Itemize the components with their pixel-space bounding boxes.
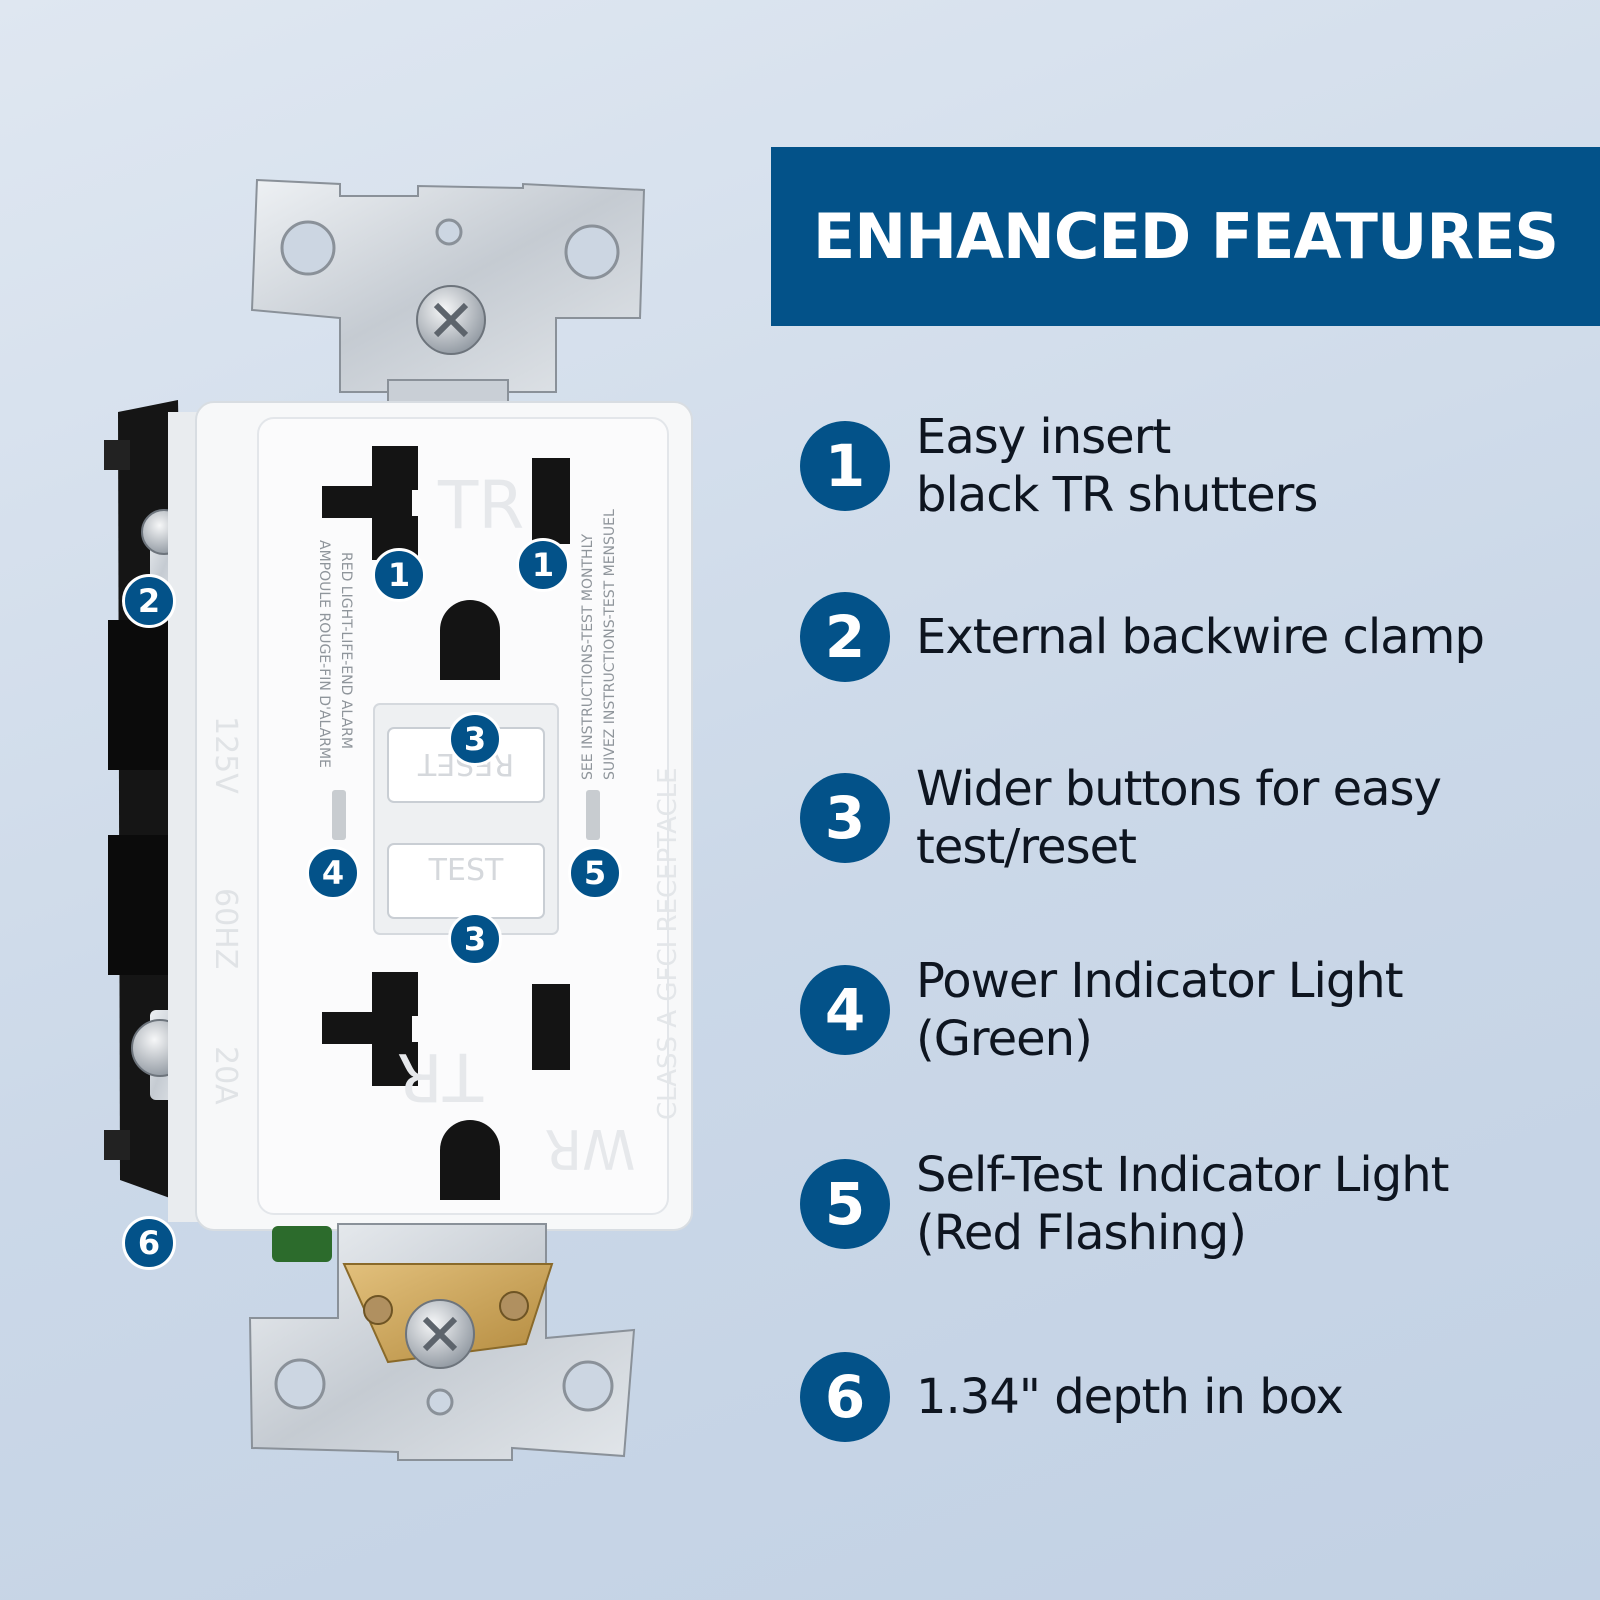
feature-item-2: 2 External backwire clamp	[800, 592, 1580, 682]
instructions-text: SEE INSTRUCTIONS-TEST MONTHLY	[580, 533, 596, 780]
feature-line: test/reset	[916, 819, 1137, 875]
banner-title: ENHANCED FEATURES	[812, 200, 1559, 273]
top-receptacle: TR	[322, 446, 570, 680]
callout-2: 2	[122, 574, 176, 628]
feature-line: Self-Test Indicator Light	[916, 1147, 1449, 1203]
feature-number-badge: 4	[800, 965, 890, 1055]
feature-line: External backwire clamp	[916, 609, 1485, 665]
feature-line: Wider buttons for easy	[916, 761, 1442, 817]
rating-amps: 20A	[208, 1046, 243, 1105]
feature-line: (Red Flashing)	[916, 1205, 1247, 1261]
callout-3-reset: 3	[448, 712, 502, 766]
callout-6: 6	[122, 1216, 176, 1270]
outlet-side-body	[104, 400, 204, 1222]
feature-number-badge: 1	[800, 421, 890, 511]
bottom-receptacle: TR WR	[322, 972, 635, 1200]
feature-item-4: 4 Power Indicator Light (Green)	[800, 952, 1580, 1068]
feature-number-badge: 6	[800, 1352, 890, 1442]
class-text: CLASS A GFCI RECEPTACLE	[653, 767, 683, 1120]
feature-text: Self-Test Indicator Light (Red Flashing)	[916, 1146, 1449, 1262]
feature-text: External backwire clamp	[916, 608, 1485, 666]
feature-line: Easy insert	[916, 409, 1171, 465]
top-tr-marking: TR	[437, 467, 524, 544]
instructions-text-fr: SUIVEZ INSTRUCTIONS-TEST MENSUEL	[602, 509, 618, 780]
wr-marking: WR	[545, 1117, 636, 1180]
callout-1-right: 1	[516, 538, 570, 592]
feature-text: 1.34" depth in box	[916, 1368, 1344, 1426]
alarm-text: RED LIGHT-LIFE-END ALARM	[338, 552, 354, 749]
callout-5: 5	[568, 846, 622, 900]
feature-number-badge: 2	[800, 592, 890, 682]
features-banner: ENHANCED FEATURES	[771, 147, 1600, 326]
bottom-tr-marking: TR	[397, 1038, 484, 1115]
feature-text: Power Indicator Light (Green)	[916, 952, 1404, 1068]
feature-text: Easy insert black TR shutters	[916, 408, 1318, 524]
feature-item-6: 6 1.34" depth in box	[800, 1352, 1580, 1442]
feature-line: Power Indicator Light	[916, 953, 1404, 1009]
callout-1-left: 1	[372, 548, 426, 602]
rating-frequency: 60HZ	[208, 888, 243, 969]
feature-text: Wider buttons for easy test/reset	[916, 760, 1442, 876]
feature-item-5: 5 Self-Test Indicator Light (Red Flashin…	[800, 1146, 1580, 1262]
feature-number-badge: 3	[800, 773, 890, 863]
feature-line: 1.34" depth in box	[916, 1369, 1344, 1425]
callout-3-test: 3	[448, 912, 502, 966]
test-label: TEST	[428, 853, 504, 888]
gfci-outlet-illustration: TR RESET TEST TR WR RED LIGHT-LIFE-END A…	[104, 178, 693, 1461]
feature-item-1: 1 Easy insert black TR shutters	[800, 408, 1580, 524]
feature-line: black TR shutters	[916, 467, 1318, 523]
feature-line: (Green)	[916, 1011, 1093, 1067]
feature-number-badge: 5	[800, 1159, 890, 1249]
alarm-text-fr: AMPOULE ROUGE-FIN D'ALARME	[316, 540, 332, 768]
rating-voltage: 125V	[208, 716, 243, 794]
callout-4: 4	[306, 846, 360, 900]
feature-item-3: 3 Wider buttons for easy test/reset	[800, 760, 1580, 876]
